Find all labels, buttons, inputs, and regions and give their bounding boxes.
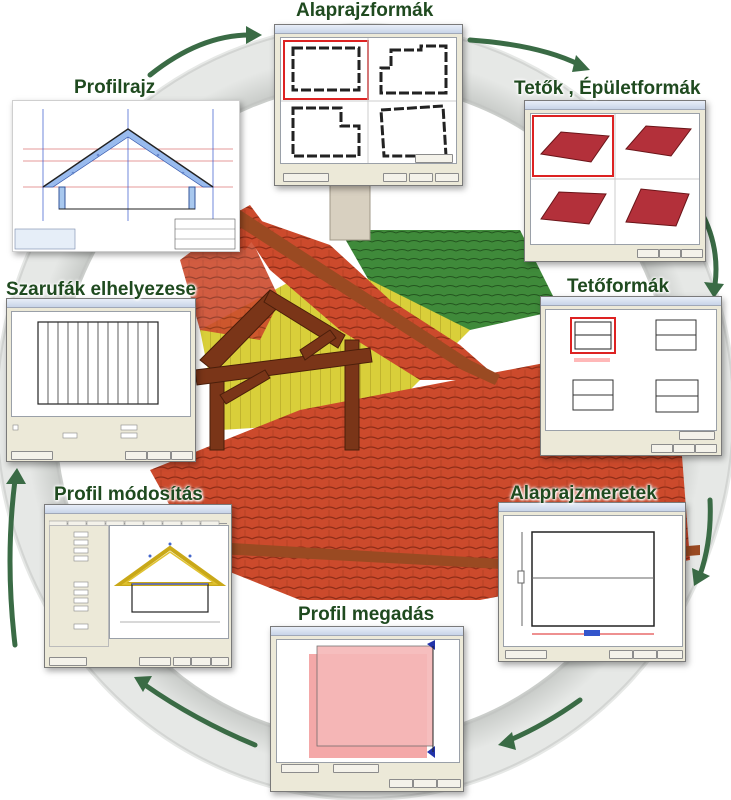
cancel-button[interactable] — [695, 444, 717, 453]
cancel-button[interactable] — [191, 657, 211, 666]
curved-arrow-icon — [572, 55, 590, 72]
next-button[interactable] — [413, 779, 437, 788]
finish-button[interactable] — [147, 451, 171, 460]
more-button[interactable] — [679, 431, 715, 440]
label-szarufak-elhelyezese: Szarufák elhelyezese — [6, 279, 197, 300]
settings-button[interactable] — [283, 173, 329, 182]
dialog-titlebar — [525, 101, 705, 110]
tab-strip[interactable] — [48, 515, 227, 529]
rafter-canvas — [11, 311, 191, 417]
back-button[interactable] — [125, 451, 147, 460]
default-button[interactable] — [505, 650, 547, 659]
profile-edit-dialog — [44, 504, 232, 668]
default-button[interactable] — [49, 657, 87, 666]
back-button[interactable] — [651, 444, 673, 453]
curved-arrow-icon — [498, 732, 516, 750]
dialog-titlebar — [541, 297, 721, 306]
back-button[interactable] — [383, 173, 407, 182]
dialog-titlebar — [499, 503, 685, 512]
cancel-button[interactable] — [171, 451, 193, 460]
label-profil-megadas: Profil megadás — [298, 604, 435, 625]
label-tetok-epuletformak: Tetők , Épületformák — [514, 78, 701, 99]
reset-button[interactable] — [139, 657, 171, 666]
roof-shapes-dialog — [540, 296, 722, 456]
roof-shape-grid — [545, 309, 717, 431]
back-button[interactable] — [609, 650, 633, 659]
curved-arrow-icon — [6, 468, 26, 484]
shape-grid — [280, 37, 457, 164]
cancel-button[interactable] — [437, 779, 461, 788]
apply-button[interactable] — [211, 657, 229, 666]
roof-building-shapes-dialog — [524, 100, 706, 262]
profile-canvas — [276, 639, 460, 763]
curved-arrow-icon — [704, 282, 724, 298]
dialog-titlebar — [45, 505, 231, 514]
curved-arrow-icon — [246, 26, 262, 44]
next-button[interactable] — [633, 650, 657, 659]
next-button[interactable] — [673, 444, 695, 453]
profile-select-button[interactable] — [281, 764, 319, 773]
cancel-button[interactable] — [435, 173, 459, 182]
label-tetoformak: Tetőformák — [567, 276, 670, 297]
next-button[interactable] — [409, 173, 433, 182]
curved-arrow-icon — [692, 568, 710, 586]
next-button[interactable] — [659, 249, 681, 258]
dialog-titlebar — [271, 627, 463, 636]
label-alaprajzformak: Alaprajzformák — [296, 0, 434, 21]
profile-preview — [109, 525, 229, 639]
floorplan-dimensions-dialog — [498, 502, 686, 662]
profile-input-button[interactable] — [333, 764, 379, 773]
profile-drawing — [14, 109, 236, 250]
rafter-options[interactable] — [11, 419, 189, 447]
next-type-button[interactable] — [415, 154, 453, 163]
back-button[interactable] — [637, 249, 659, 258]
default-button[interactable] — [11, 451, 53, 460]
back-button[interactable] — [389, 779, 413, 788]
dimension-canvas — [503, 515, 683, 647]
rafter-placement-dialog — [6, 298, 196, 462]
profile-drawing-sheet — [12, 100, 240, 252]
label-profil-modositas: Profil módosítás — [54, 484, 203, 505]
ok-button[interactable] — [173, 657, 191, 666]
parameter-fields[interactable] — [49, 525, 109, 647]
label-profilrajz: Profilrajz — [74, 77, 156, 98]
curved-arrow-icon — [134, 676, 152, 692]
cycle-arrows — [7, 32, 719, 748]
floorplan-shapes-dialog — [274, 24, 463, 186]
cycle-arrowheads — [6, 26, 724, 750]
cancel-button[interactable] — [657, 650, 683, 659]
profile-definition-dialog — [270, 626, 464, 792]
roof-grid — [530, 113, 700, 245]
dialog-titlebar — [7, 299, 195, 308]
dialog-titlebar — [275, 25, 462, 34]
label-alaprajzmeretek: Alaprajzmeretek — [510, 483, 657, 504]
cancel-button[interactable] — [681, 249, 703, 258]
